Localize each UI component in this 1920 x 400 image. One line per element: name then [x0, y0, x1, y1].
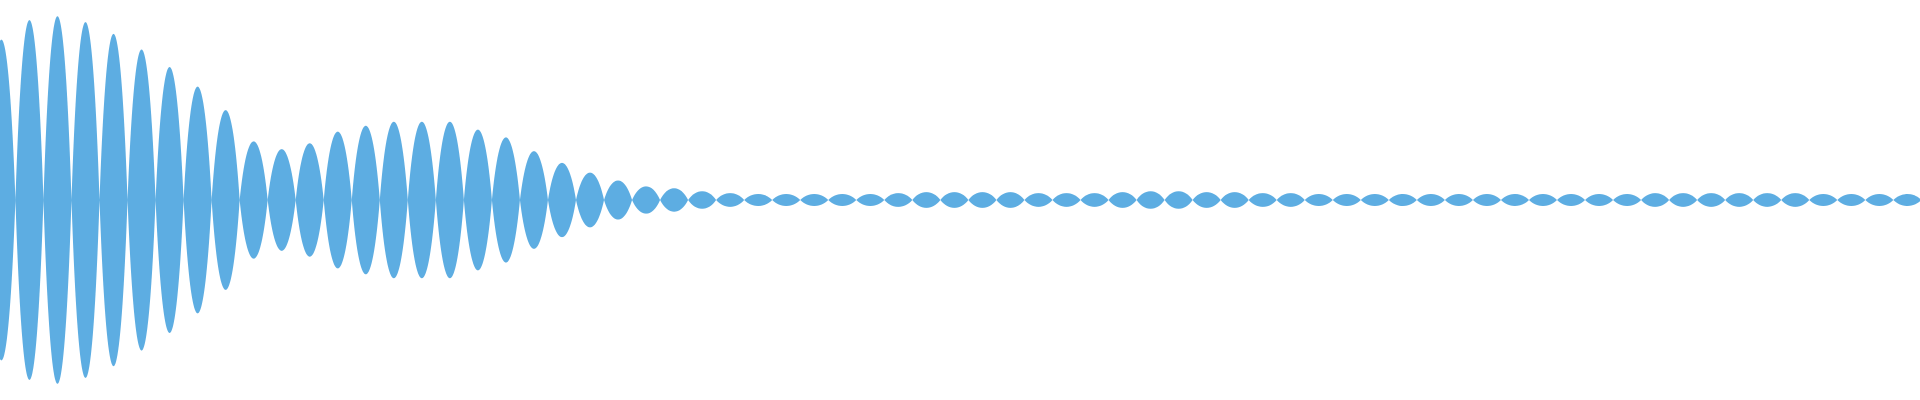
waveform-lobe [1669, 193, 1698, 207]
waveform-lobe [604, 180, 633, 220]
waveform-lobe [1837, 194, 1866, 206]
waveform-lobe [632, 186, 661, 214]
waveform-lobe [1697, 193, 1726, 207]
waveform-lobe [716, 193, 745, 207]
waveform-lobe [1585, 194, 1614, 206]
waveform-lobe [519, 151, 548, 249]
waveform-lobe [1641, 193, 1670, 207]
waveform-lobes [0, 16, 1920, 384]
waveform-lobe [1781, 193, 1810, 207]
waveform-lobe [1024, 193, 1053, 207]
waveform-lobe [71, 22, 100, 378]
waveform-lobe [1809, 194, 1838, 206]
waveform-lobe [856, 194, 885, 206]
waveform-lobe [407, 121, 436, 279]
waveform-lobe [1725, 193, 1754, 207]
waveform-lobe [1360, 194, 1389, 206]
waveform-lobe [155, 67, 184, 333]
waveform-lobe [463, 129, 492, 271]
waveform-lobe [1304, 194, 1333, 206]
waveform-lobe [1192, 192, 1221, 208]
waveform-lobe [295, 143, 324, 257]
waveform-lobe [1444, 194, 1473, 206]
waveform-lobe [940, 192, 969, 208]
waveform-lobe [1416, 194, 1445, 206]
waveform-lobe [1332, 194, 1361, 206]
waveform-lobe [1557, 194, 1586, 206]
waveform-lobe [1108, 192, 1137, 208]
waveform-lobe [1164, 191, 1193, 209]
waveform-lobe [1893, 194, 1920, 206]
waveform-lobe [912, 192, 941, 208]
waveform-lobe [1472, 194, 1501, 206]
waveform-lobe [1500, 194, 1529, 206]
waveform-lobe [996, 192, 1025, 208]
waveform-lobe [884, 193, 913, 207]
waveform-lobe [1220, 192, 1249, 208]
waveform-lobe [1248, 193, 1277, 207]
waveform-lobe [1276, 193, 1305, 207]
waveform-lobe [491, 137, 520, 263]
waveform-lobe [15, 20, 44, 380]
waveform-lobe [435, 121, 464, 279]
waveform-lobe [43, 16, 72, 384]
waveform-lobe [688, 191, 717, 209]
waveform-lobe [1052, 193, 1081, 207]
waveform-lobe [127, 49, 156, 351]
waveform-lobe [183, 86, 212, 314]
waveform-lobe [968, 192, 997, 208]
waveform-lobe [211, 110, 240, 290]
waveform-lobe [772, 194, 801, 206]
waveform-lobe [379, 121, 408, 279]
waveform-lobe [351, 125, 380, 275]
waveform-lobe [1865, 194, 1894, 206]
waveform-lobe [1528, 194, 1558, 206]
waveform-lobe [547, 162, 576, 238]
waveform-lobe [1080, 193, 1109, 207]
waveform-lobe [1388, 194, 1417, 206]
waveform-lobe [267, 149, 296, 251]
waveform-lobe [323, 131, 352, 269]
waveform-lobe [1613, 194, 1642, 206]
waveform-lobe [0, 40, 16, 360]
waveform-lobe [800, 194, 829, 206]
waveform-lobe [1753, 193, 1782, 207]
waveform-lobe [576, 172, 605, 228]
waveform-lobe [99, 33, 128, 367]
waveform-lobe [744, 194, 773, 206]
waveform-lobe [660, 188, 689, 212]
waveform-lobe [239, 141, 268, 259]
waveform-lobe [828, 194, 857, 206]
waveform-lobe [1136, 191, 1165, 209]
